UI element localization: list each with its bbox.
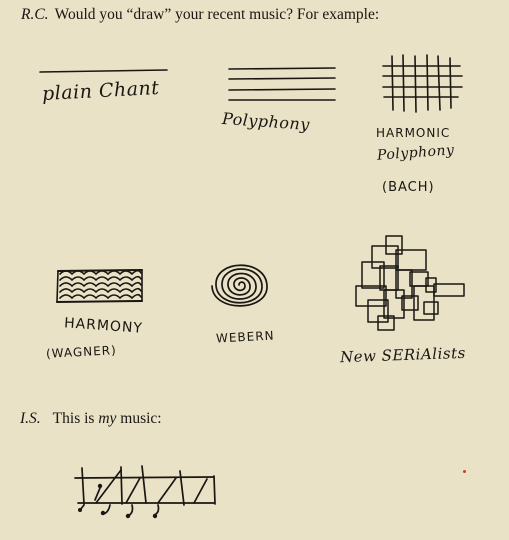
- stravinsky-music-drawing: [74, 465, 216, 517]
- music-drawing-dots: [78, 483, 158, 519]
- answer-line: I.S. This is my music:: [20, 410, 162, 428]
- question-text: Would you “draw” your recent music? For …: [54, 6, 380, 23]
- answer-text-before: This is: [52, 410, 99, 427]
- answer-text-after: music:: [116, 410, 162, 427]
- webern-spiral: [211, 264, 268, 307]
- question-speaker: R.C.: [21, 6, 49, 23]
- harmony-band: [56, 269, 143, 303]
- polyphony-lines: [228, 67, 336, 101]
- answer-speaker: I.S.: [20, 410, 41, 427]
- plain-chant-line: [39, 69, 168, 73]
- label-harmonic: HARMONIC: [376, 126, 451, 140]
- new-serialists-boxes: [355, 235, 465, 331]
- question-line: R.C. Would you “draw” your recent music? …: [21, 6, 379, 24]
- ink-mark: [463, 470, 466, 473]
- harmonic-polyphony-grid: [382, 54, 463, 113]
- answer-emphasis: my: [98, 410, 117, 427]
- label-bach: (BACH): [382, 180, 435, 195]
